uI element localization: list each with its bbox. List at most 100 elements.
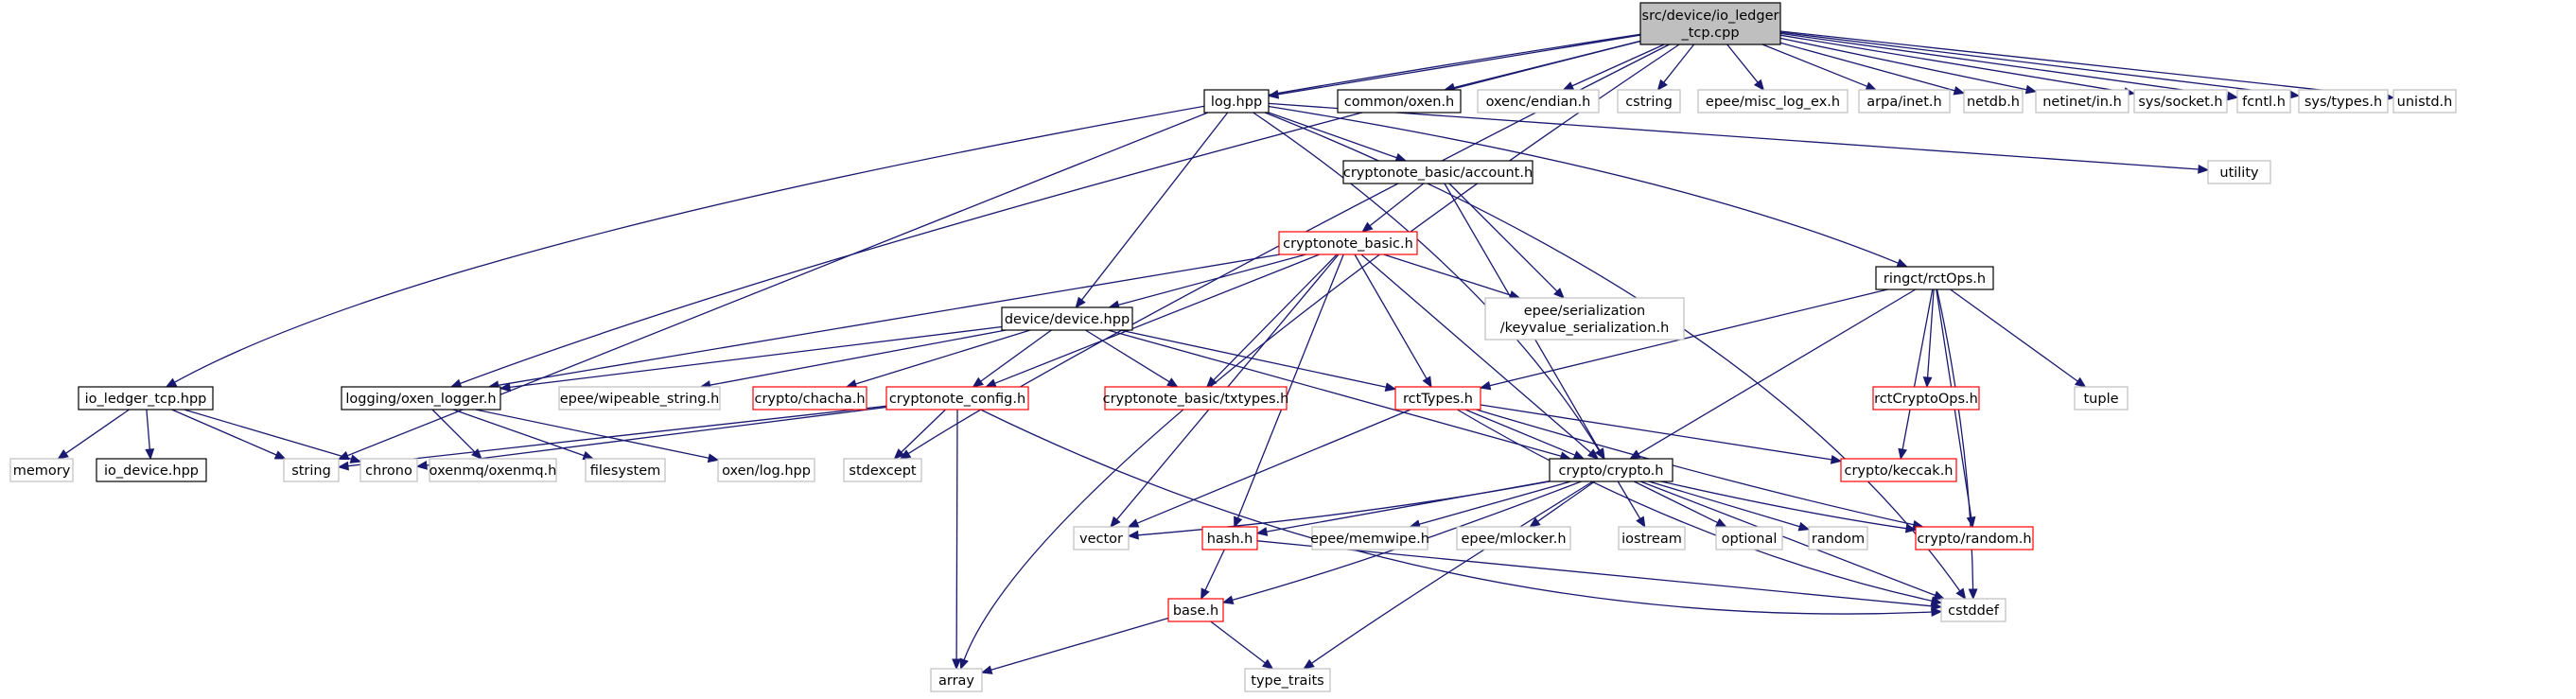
node-label: epee/memwipe.h [1310, 532, 1429, 547]
edge-line [1480, 404, 1832, 461]
node-box [1715, 526, 1783, 550]
edge-line [1660, 481, 1907, 530]
edge-line [1617, 481, 1641, 519]
edge-arrowhead [1205, 376, 1218, 388]
node-chacha[interactable]: crypto/chacha.h [752, 386, 867, 411]
node-cryptorandom[interactable]: crypto/random.h [1915, 526, 2034, 550]
node-box [1337, 89, 1462, 114]
edge-line [1457, 409, 1933, 602]
node-iodevice[interactable]: io_device.hpp [96, 458, 207, 482]
node-keccak[interactable]: crypto/keccak.h [1840, 458, 1957, 482]
edge-arrowhead [952, 658, 962, 671]
node-box [2133, 89, 2228, 114]
node-label: iostream [1621, 532, 1682, 547]
edge-line [431, 409, 476, 453]
node-iostream: iostream [1618, 526, 1686, 550]
node-systypes: sys/types.h [2298, 89, 2389, 114]
node-oxenlogger[interactable]: logging/oxen_logger.h [341, 386, 501, 411]
node-label: _tcp.cpp [1680, 26, 1739, 41]
node-filesystem: filesystem [585, 458, 666, 482]
edge-baseh-to-array [980, 617, 1169, 674]
node-label: fcntl.h [2242, 95, 2286, 110]
node-txtypes[interactable]: cryptonote_basic/txtypes.h [1103, 386, 1289, 411]
node-box [1808, 526, 1868, 550]
edge-root-to-fcntl [1779, 32, 2239, 101]
edge-line [460, 40, 1641, 385]
edge-line [1236, 253, 1344, 518]
node-label: tuple [2083, 392, 2118, 407]
node-cnconfig[interactable]: cryptonote_config.h [885, 386, 1029, 411]
node-box [1618, 526, 1686, 550]
node-memwipe: epee/memwipe.h [1310, 526, 1429, 550]
edge-cryptoh-to-hashh [1255, 480, 1551, 536]
edge-arrowhead [1572, 450, 1586, 460]
node-cnbasic[interactable]: cryptonote_basic.h [1278, 231, 1418, 255]
node-oxen[interactable]: common/oxen.h [1337, 89, 1462, 114]
node-root[interactable]: src/device/io_ledger_tcp.cpp [1639, 2, 1781, 45]
node-label: random [1812, 532, 1865, 547]
edge-arrowhead [1896, 258, 1908, 268]
node-box [558, 386, 721, 411]
node-oxenmq: oxenmq/oxenmq.h [429, 458, 557, 482]
node-label: crypto/crypto.h [1559, 463, 1664, 479]
node-box [2392, 89, 2457, 114]
edge-line [1277, 34, 1641, 96]
node-rctcrypto[interactable]: rctCryptoOps.h [1872, 386, 1980, 411]
edge-line [1360, 253, 1591, 453]
node-chrono: chrono [359, 458, 418, 482]
edge-line [990, 617, 1169, 671]
node-account[interactable]: cryptonote_basic/account.h [1342, 160, 1533, 184]
edge-arrowhead [984, 378, 997, 388]
node-label: epee/mlocker.h [1461, 532, 1566, 547]
edge-arrowhead [1479, 380, 1492, 391]
edge-arrowhead [1261, 658, 1274, 670]
edge-line [1232, 481, 1582, 602]
edge-line [1080, 112, 1229, 301]
node-label: device/device.hpp [1005, 312, 1130, 327]
edge-line [184, 409, 352, 460]
node-box [1001, 306, 1133, 331]
edge-arrowhead [1200, 587, 1210, 601]
edge-cryptoh-to-cryptorandom [1660, 481, 1918, 533]
edge-line [498, 253, 1281, 386]
node-ioledgerhpp[interactable]: io_ledger_tcp.hpp [78, 386, 214, 411]
edge-rctops-to-cstddef [1936, 288, 1978, 601]
edge-line [955, 409, 958, 660]
edge-arrowhead [1898, 447, 1908, 461]
node-label: type_traits [1251, 673, 1323, 689]
edge-cnbasic-to-rcttypes [1354, 253, 1432, 389]
node-cstring: cstring [1617, 89, 1681, 114]
node-wipeable: epee/wipeable_string.h [558, 386, 721, 411]
edge-arrowhead [959, 657, 969, 671]
edge-arrowhead [1904, 523, 1918, 533]
edge-line [994, 253, 1321, 384]
edge-root-to-netdb [1779, 42, 1966, 96]
node-baseh[interactable]: base.h [1167, 598, 1224, 622]
node-log[interactable]: log.hpp [1203, 89, 1270, 114]
node-rctops[interactable]: ringct/rctOps.h [1875, 266, 1994, 290]
edge-line [1663, 44, 1695, 83]
edge-line [1901, 288, 1934, 450]
node-label: sys/types.h [2304, 95, 2382, 110]
node-rcttypes[interactable]: rctTypes.h [1394, 386, 1481, 411]
edge-rcttypes-to-keccak [1480, 404, 1843, 464]
edge-cryptoh-to-optional [1634, 481, 1727, 528]
node-cryptoh[interactable]: crypto/crypto.h [1549, 458, 1674, 482]
node-hashh[interactable]: hash.h [1201, 526, 1258, 550]
node-devicehpp[interactable]: device/device.hpp [1001, 306, 1133, 331]
edge-root-to-ioledgerhpp [165, 33, 1641, 388]
edge-root-to-endian [1562, 44, 1665, 91]
edge-hashh-to-cstddef [1256, 540, 1943, 611]
edge-line [146, 409, 150, 450]
edge-arrowhead [1865, 81, 1878, 91]
edge-arrowhead [499, 382, 511, 393]
edge-root-to-systypes [1779, 31, 2301, 99]
edge-line [1950, 288, 2078, 382]
edge-arrowhead [57, 448, 69, 460]
node-typetraits: type_traits [1244, 668, 1331, 692]
edge-arrowhead [165, 377, 178, 388]
node-label: io_device.hpp [104, 463, 199, 479]
node-label: epee/misc_log_ex.h [1706, 95, 1840, 110]
node-label: crypto/keccak.h [1845, 463, 1954, 479]
